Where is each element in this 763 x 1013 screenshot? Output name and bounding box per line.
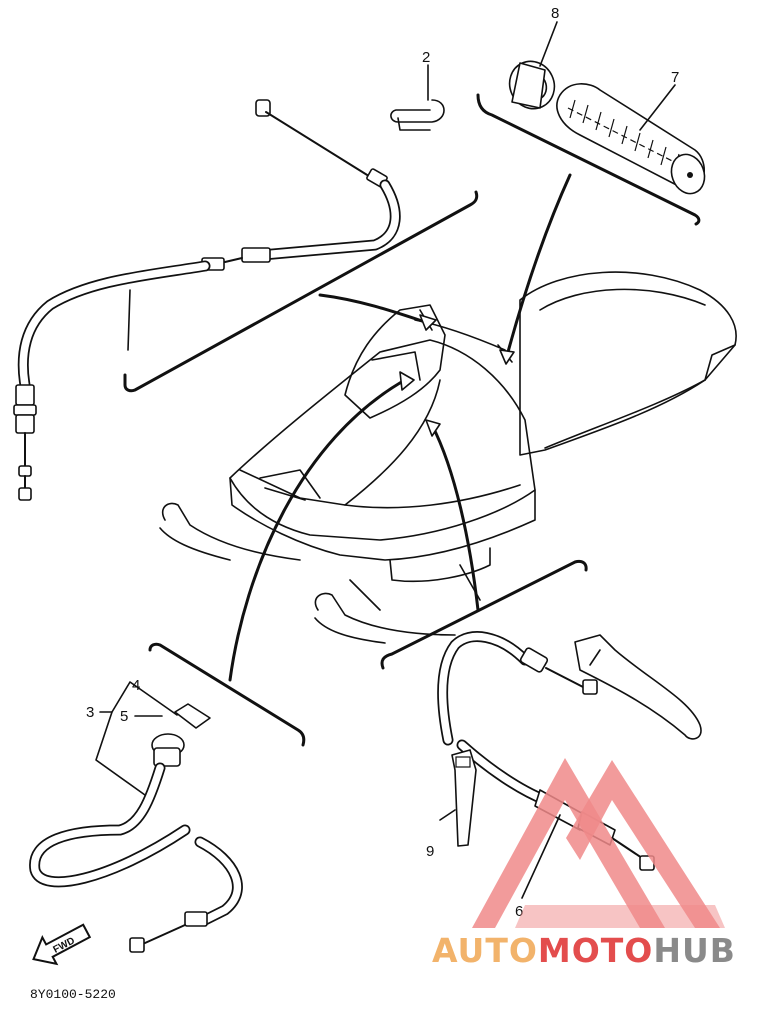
callout-7: 7: [671, 69, 679, 86]
speedometer-cable: [29, 703, 243, 953]
clip-part: [390, 99, 445, 131]
grip-parts: [508, 60, 706, 195]
callout-3: 3: [86, 704, 94, 721]
leader-lines: [228, 173, 572, 682]
callout-5: 5: [120, 708, 128, 725]
callout-2: 2: [422, 49, 430, 66]
direction-arrow-icon: FWD: [32, 923, 92, 966]
snowmobile-illustration: [159, 271, 737, 644]
svg-text:AUTOMOTOHUB: AUTOMOTOHUB: [432, 931, 736, 970]
watermark-logo: AUTOMOTOHUB: [432, 758, 736, 970]
watermark-hub: HUB: [653, 931, 736, 970]
diagram-code: 8Y0100-5220: [30, 987, 116, 1002]
throttle-cable: [13, 99, 401, 501]
callout-leaders: [95, 21, 676, 899]
watermark-auto: AUTO: [432, 931, 538, 970]
cable-tie: [451, 749, 477, 847]
watermark-moto: MOTO: [538, 931, 653, 970]
callout-4: 4: [132, 677, 140, 694]
callout-9: 9: [426, 843, 434, 860]
callout-6: 6: [515, 903, 523, 920]
callout-8: 8: [551, 5, 559, 22]
group-brackets: [123, 93, 701, 747]
